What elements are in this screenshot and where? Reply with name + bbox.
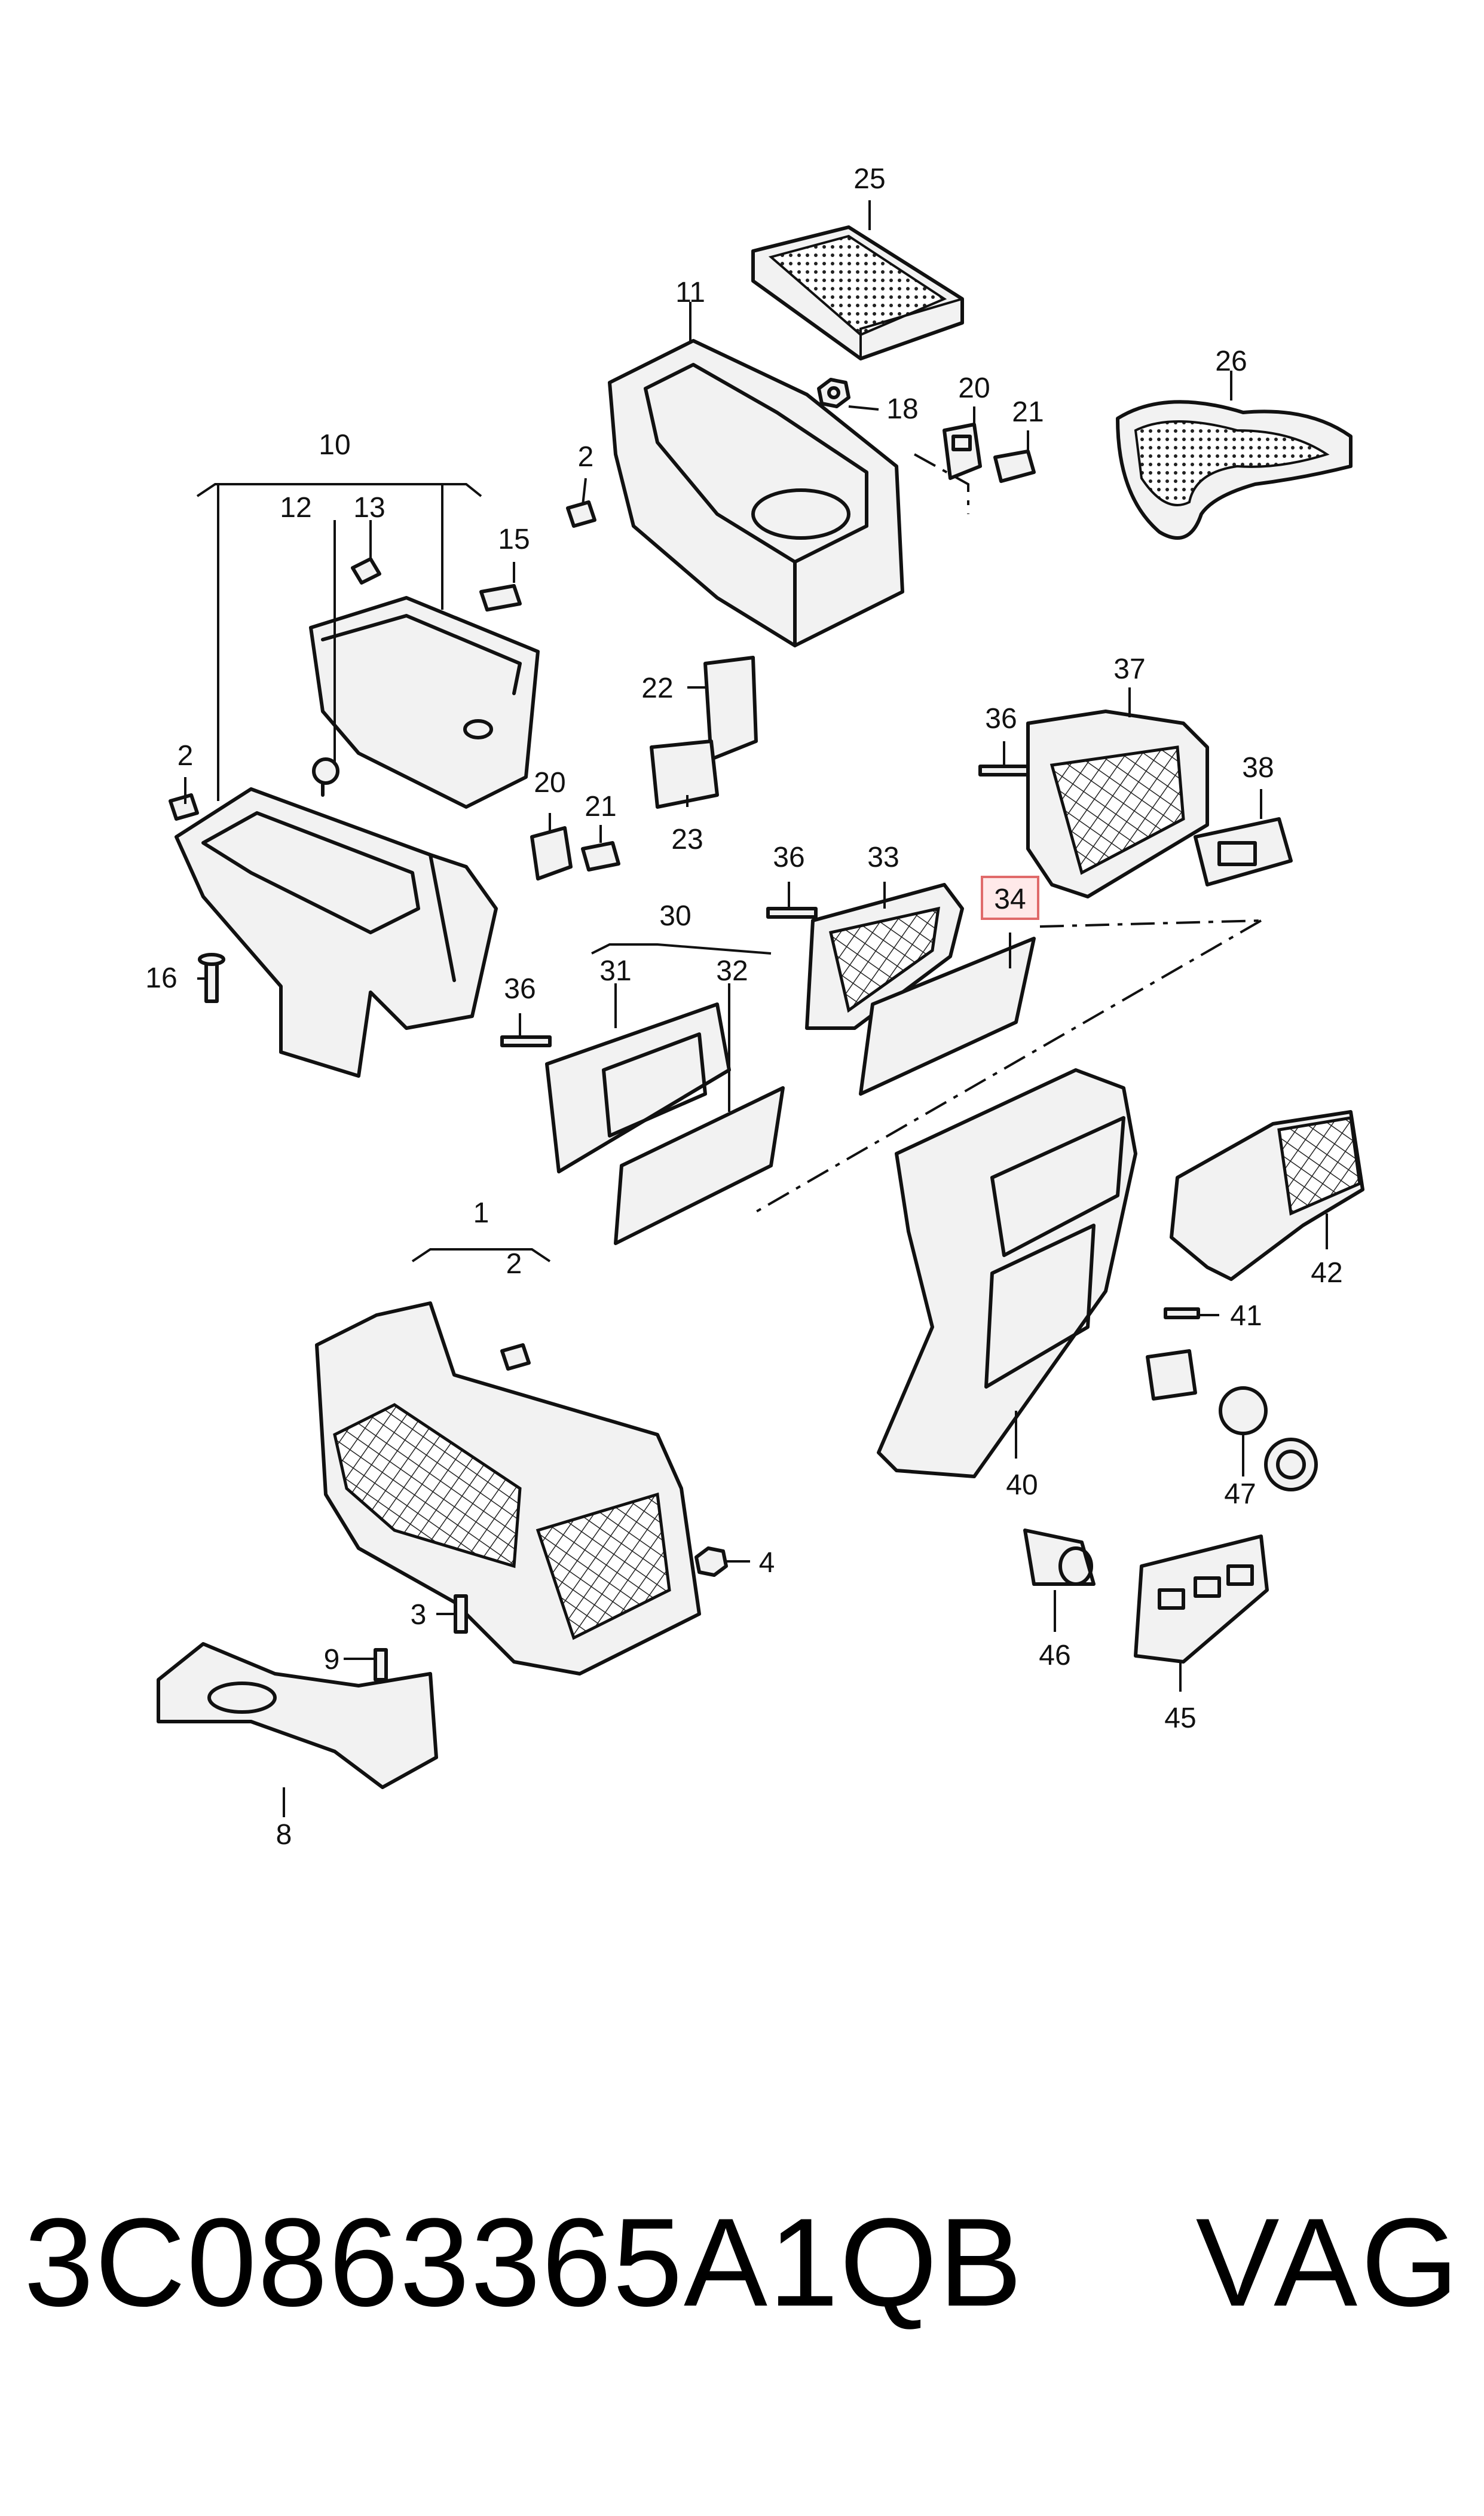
- part-18-nut: [817, 378, 850, 408]
- part-20-switch-upper: [943, 423, 982, 480]
- part-36-screw-b: [766, 907, 818, 919]
- callout-20-b: 20: [534, 767, 565, 799]
- part-4-nut: [694, 1546, 728, 1577]
- callout-labels: 25 11 18 20 21 26 2 10 12 13 15 22 37 36…: [145, 163, 1342, 1851]
- part-42-air-vent: [1170, 1110, 1364, 1281]
- callout-16: 16: [145, 962, 177, 994]
- callout-47: 47: [1224, 1478, 1256, 1510]
- leader-lines: [184, 200, 1328, 1817]
- callout-2-c: 2: [506, 1248, 522, 1280]
- callout-12: 12: [280, 492, 311, 524]
- callout-23: 23: [671, 824, 703, 855]
- callout-1: 1: [473, 1197, 489, 1229]
- part-36-screw-c: [500, 1035, 552, 1047]
- exploded-parts-diagram: 25 11 18 20 21 26 2 10 12 13 15 22 37 36…: [145, 163, 1364, 1851]
- callout-21-b: 21: [585, 791, 616, 823]
- part-9-screw: [374, 1648, 388, 1682]
- callout-25: 25: [853, 163, 885, 195]
- callout-10: 10: [319, 429, 350, 461]
- callout-31: 31: [599, 955, 631, 987]
- part-15-cap: [479, 584, 522, 612]
- callout-38: 38: [1242, 752, 1274, 784]
- callout-37: 37: [1113, 653, 1145, 685]
- part-number: 3C0863365A1QB: [24, 2192, 1024, 2332]
- highlight-box-34: [981, 876, 1039, 920]
- part-40-rear-panel: [877, 1068, 1137, 1478]
- callout-22: 22: [641, 672, 673, 704]
- callout-32: 32: [716, 955, 748, 987]
- part-2-clip-c: [500, 1343, 531, 1371]
- part-8-air-duct: [157, 1642, 438, 1789]
- callout-9: 9: [324, 1644, 340, 1676]
- part-10-console-trim: [175, 787, 498, 1078]
- part-23-block: [650, 739, 719, 809]
- part-11-console-housing: [608, 339, 904, 647]
- callout-40: 40: [1006, 1469, 1038, 1501]
- brand-label: VAG: [1195, 2192, 1462, 2332]
- part-41-screw: [1164, 1307, 1200, 1319]
- part-45-switch-panel: [1134, 1534, 1269, 1664]
- callout-2-a: 2: [578, 441, 594, 473]
- part-25-tray-insert: [751, 225, 964, 360]
- callout-36-a: 36: [985, 703, 1017, 735]
- part-storage-bin: [309, 596, 540, 809]
- part-38-switch: [1194, 817, 1293, 886]
- callout-15: 15: [498, 524, 530, 555]
- part-2-clip-b: [169, 793, 199, 821]
- part-46-switch: [1023, 1528, 1096, 1586]
- part-21-cap-lower: [581, 841, 620, 872]
- callout-18: 18: [886, 393, 918, 425]
- part-37-vent-housing: [1026, 710, 1209, 898]
- part-3-screw: [454, 1594, 468, 1634]
- part-16-screw: [198, 953, 225, 1003]
- part-21-cap-upper: [993, 450, 1036, 483]
- callout-41: 41: [1230, 1300, 1262, 1332]
- callout-46: 46: [1039, 1640, 1070, 1671]
- callout-21: 21: [1012, 396, 1044, 428]
- callout-45: 45: [1164, 1702, 1196, 1734]
- part-26-cup-holder-insert: [1116, 400, 1353, 540]
- callout-8: 8: [276, 1819, 292, 1851]
- part-2-clip-a: [566, 500, 596, 528]
- footer: 3C0863365A1QB VAG: [24, 2192, 1459, 2332]
- callout-33: 33: [867, 842, 899, 873]
- part-12-knob: [312, 757, 339, 797]
- callout-20: 20: [958, 372, 990, 404]
- callout-11: 11: [675, 277, 705, 308]
- callout-30: 30: [659, 900, 691, 932]
- part-22-flap: [703, 656, 758, 761]
- callout-26: 26: [1215, 346, 1247, 377]
- callout-13: 13: [353, 492, 385, 524]
- part-34-cover-panel: [859, 937, 1036, 1096]
- callout-34: 34: [994, 883, 1026, 915]
- callout-2-b: 2: [178, 740, 194, 772]
- callout-36-b: 36: [773, 842, 804, 873]
- part-33-vent-frame: [805, 883, 964, 1030]
- callout-4: 4: [759, 1547, 775, 1579]
- part-20-switch-lower: [530, 826, 573, 881]
- callout-42: 42: [1311, 1257, 1342, 1289]
- callout-3: 3: [411, 1599, 427, 1631]
- part-32-cover-panel: [614, 1086, 785, 1245]
- callout-36-c: 36: [504, 973, 536, 1005]
- part-13-clip: [351, 557, 381, 585]
- part-1-main-console-frame: [315, 1301, 701, 1676]
- part-47-socket: [1146, 1349, 1318, 1491]
